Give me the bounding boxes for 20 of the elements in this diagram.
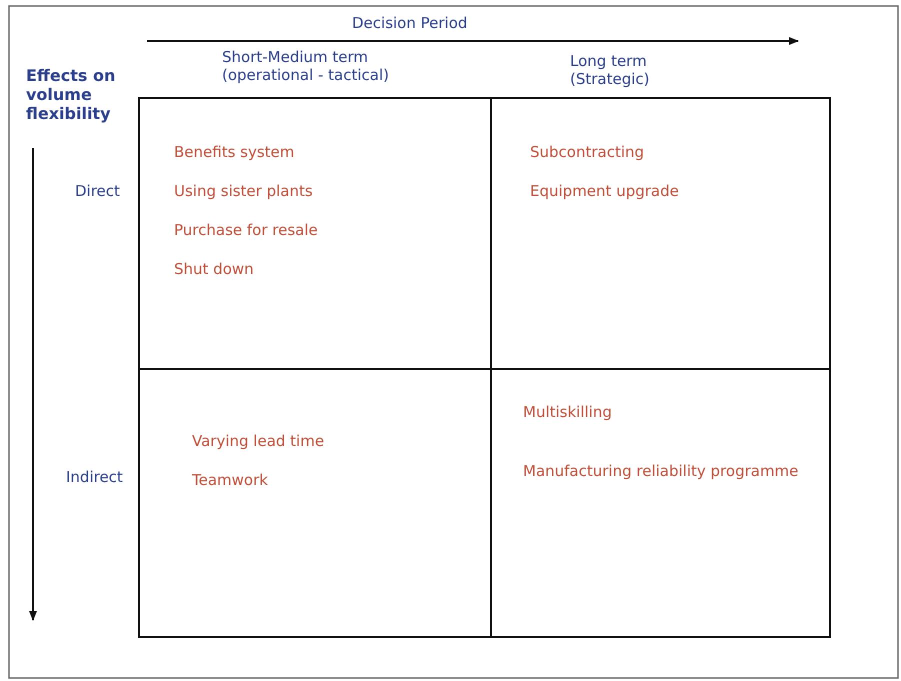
axis-title: Decision Period <box>352 14 468 32</box>
measure-item: Using sister plants <box>174 182 313 200</box>
axis-title: Effects on volume flexibility <box>26 66 116 123</box>
matrix-quadrant <box>490 97 831 370</box>
row-heading: Direct <box>75 182 120 200</box>
measure-item: Teamwork <box>192 471 268 489</box>
measure-item: Multiskilling <box>523 403 612 421</box>
measure-item: Purchase for resale <box>174 221 318 239</box>
measure-item: Manufacturing reliability programme <box>523 462 798 480</box>
column-heading: Short-Medium term (operational - tactical) <box>222 48 390 84</box>
measure-item: Subcontracting <box>530 143 644 161</box>
column-heading: Long term (Strategic) <box>570 52 651 88</box>
matrix-quadrant <box>490 368 831 638</box>
matrix-quadrant <box>138 368 492 638</box>
measure-item: Varying lead time <box>192 432 324 450</box>
row-heading: Indirect <box>66 468 123 486</box>
measure-item: Equipment upgrade <box>530 182 679 200</box>
measure-item: Benefits system <box>174 143 294 161</box>
matrix-quadrant <box>138 97 492 370</box>
measure-item: Shut down <box>174 260 254 278</box>
